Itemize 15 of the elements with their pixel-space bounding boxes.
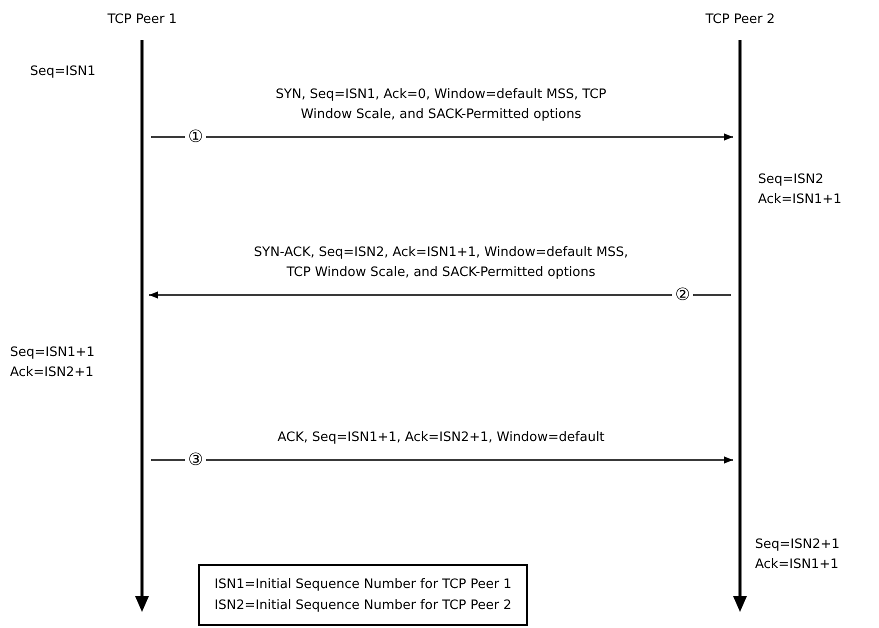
state-label: Seq=ISN1+1 Ack=ISN2+1 xyxy=(10,344,96,382)
state-label: Seq=ISN2+1 Ack=ISN1+1 xyxy=(755,536,841,574)
edge-label: SYN, Seq=ISN1, Ack=0, Window=default MSS, TCP Window Scale, and SACK-Permitted options xyxy=(274,86,608,124)
state-label: Seq=ISN2 Ack=ISN1+1 xyxy=(758,171,842,209)
message-arrow xyxy=(149,291,731,299)
edge-label: SYN-ACK, Seq=ISN2, Ack=ISN1+1, Window=default MSS, TCP Window Scale, and SACK-Permitted options xyxy=(252,244,630,282)
message-arrow xyxy=(151,133,733,141)
lifeline-title: TCP Peer 2 xyxy=(706,11,775,29)
lifeline-title: TCP Peer 1 xyxy=(108,11,177,29)
message-arrow xyxy=(151,456,733,464)
legend-text: ISN1=Initial Sequence Number for TCP Peer 1 xyxy=(214,576,512,594)
state-label: Seq=ISN1 xyxy=(30,63,96,81)
legend-box xyxy=(198,564,528,626)
legend-text: ISN2=Initial Sequence Number for TCP Peer 2 xyxy=(214,597,512,615)
edge-label: ACK, Seq=ISN1+1, Ack=ISN2+1, Window=default xyxy=(276,429,606,447)
